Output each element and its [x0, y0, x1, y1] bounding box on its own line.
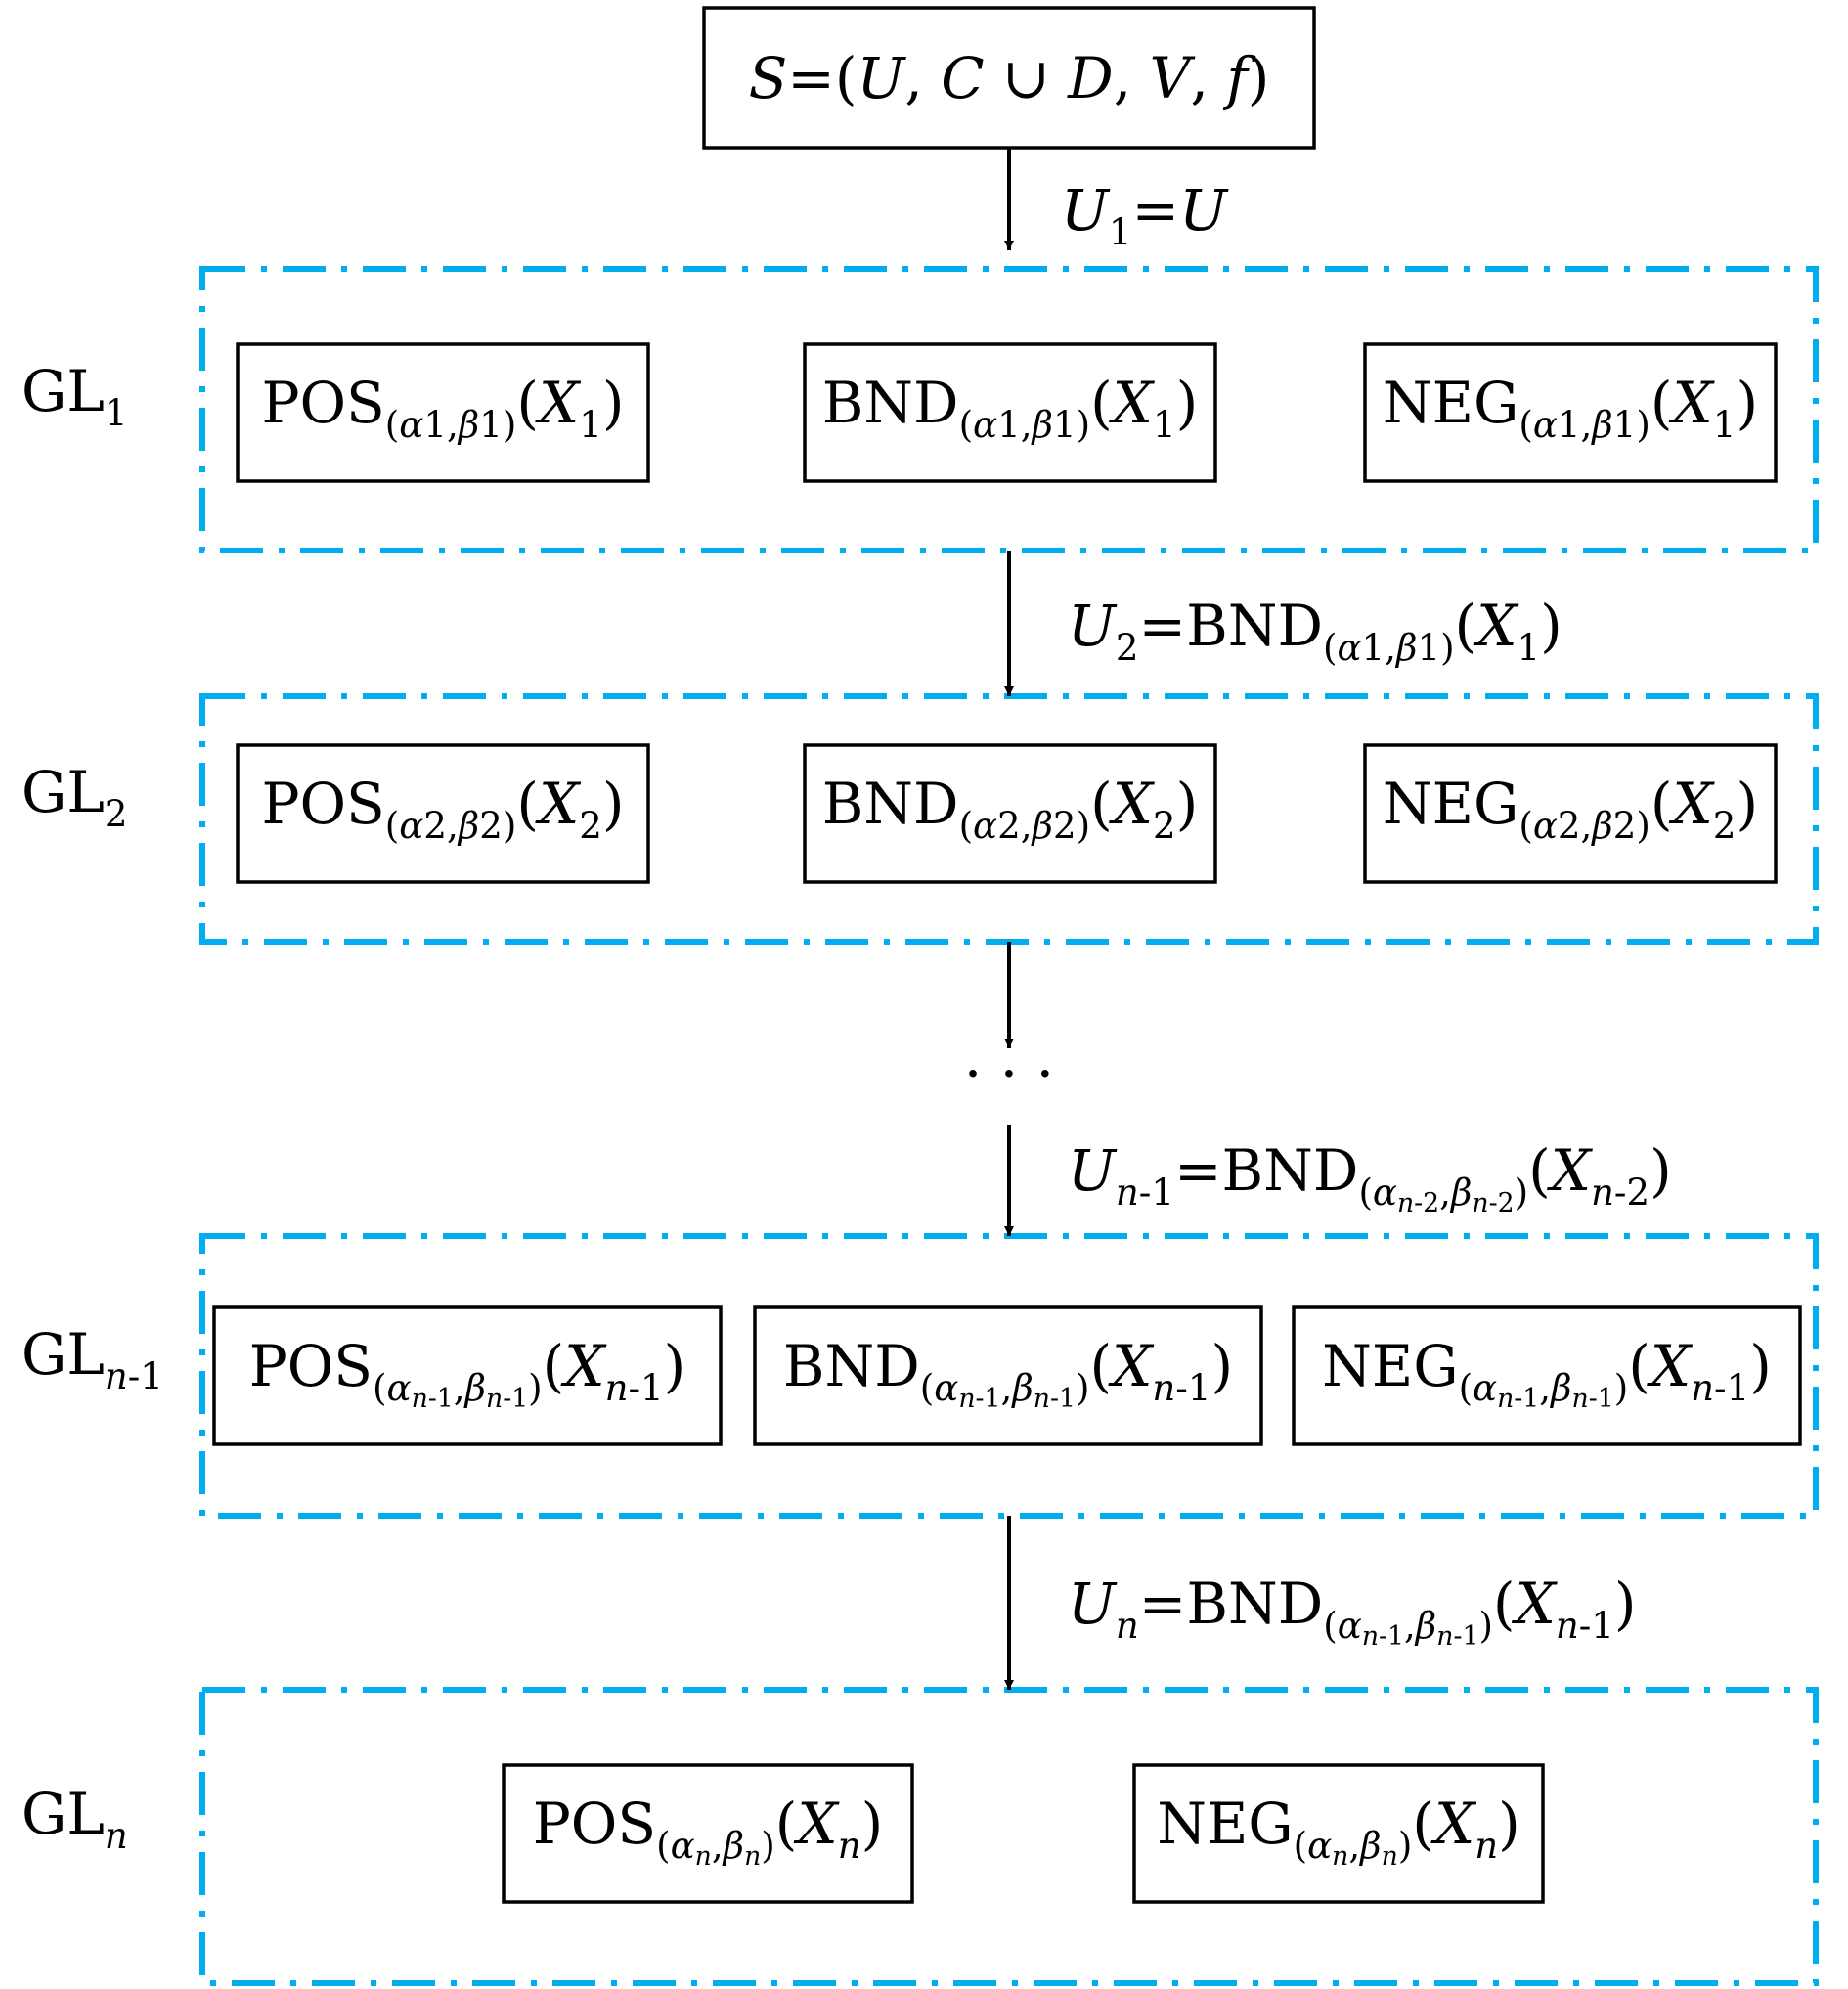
neg-region-label: NEG(α2,β2)(X2): [1383, 771, 1758, 847]
level-label-1: GL1: [22, 358, 127, 434]
bnd-region-label: BND(αn-1,βn-1)(Xn-1): [783, 1333, 1233, 1414]
bnd-region-box: [803, 743, 1217, 884]
bnd-region-label: BND(α1,β1)(X1): [822, 370, 1199, 446]
pos-region-label: POS(αn-1,βn-1)(Xn-1): [249, 1333, 686, 1414]
neg-region-box: [1132, 1763, 1545, 1904]
pos-region-label: POS(α2,β2)(X2): [261, 771, 624, 847]
pos-region-box: [236, 342, 650, 483]
granularity-level-1-group: [199, 266, 1819, 553]
arrow-label-un-minus-1: Un-1=BND(αn-2,βn-2)(Xn-2): [1068, 1137, 1672, 1218]
bnd-region-box: [803, 342, 1217, 483]
neg-region-box: [1363, 743, 1778, 884]
neg-region-label: NEG(α1,β1)(X1): [1383, 370, 1758, 446]
pos-region-label: POS(αn,βn)(Xn): [533, 1790, 883, 1872]
level-label-2: GL2: [22, 759, 127, 835]
arrow-label-u2: U2=BND(α1,β1)(X1): [1068, 593, 1562, 669]
pos-region-box: [212, 1305, 723, 1446]
neg-region-box: [1292, 1305, 1802, 1446]
ellipsis: · · ·: [964, 1040, 1054, 1107]
pos-region-box: [502, 1763, 914, 1904]
neg-region-label: NEG(αn-1,βn-1)(Xn-1): [1322, 1333, 1772, 1414]
pos-region-box: [236, 743, 650, 884]
level-label-3: GLn-1: [22, 1321, 163, 1397]
arrow-label-u1: U1=U: [1061, 177, 1229, 253]
pos-region-label: POS(α1,β1)(X1): [261, 370, 624, 446]
bnd-region-box: [753, 1305, 1263, 1446]
arrow-label-un: Un=BND(αn-1,βn-1)(Xn-1): [1068, 1570, 1637, 1652]
bnd-region-label: BND(α2,β2)(X2): [822, 771, 1199, 847]
system-box: [702, 6, 1316, 150]
neg-region-label: NEG(αn,βn)(Xn): [1157, 1790, 1520, 1872]
system-formula: S=(U, C ∪ D, V, f): [749, 45, 1270, 111]
level-label-4: GLn: [22, 1781, 128, 1857]
neg-region-box: [1363, 342, 1778, 483]
granularity-level-4-group: [199, 1687, 1819, 1986]
